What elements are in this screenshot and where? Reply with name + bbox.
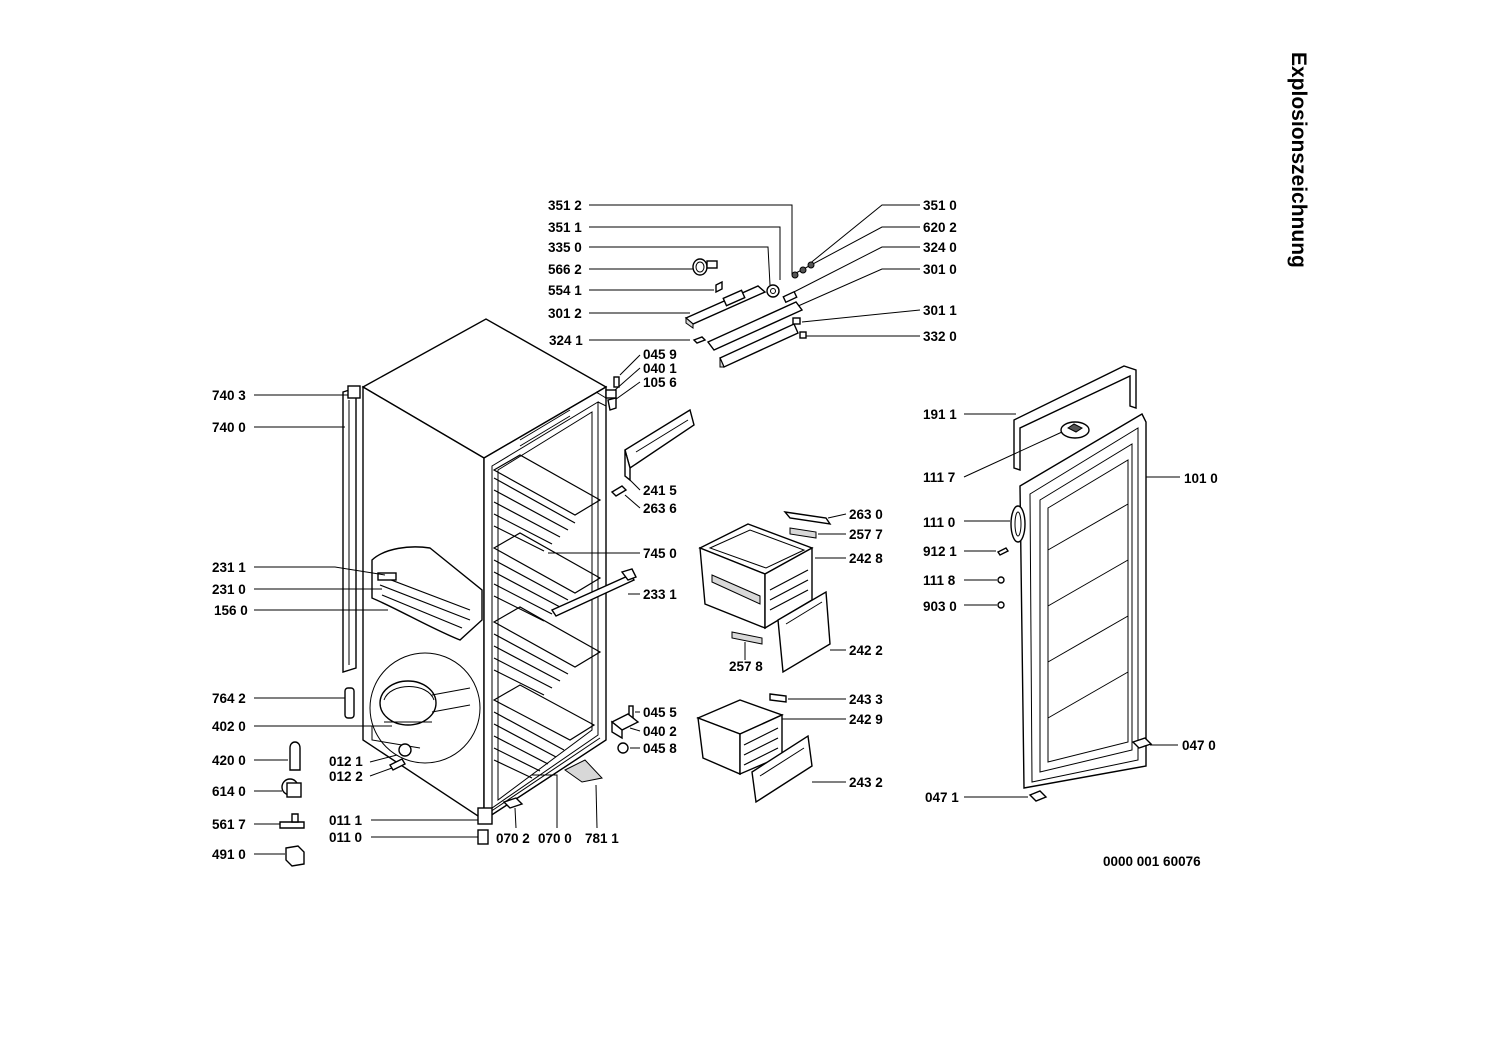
part-label: 764 2 — [212, 691, 246, 706]
part-label: 012 1 — [329, 754, 363, 769]
part-label: 233 1 — [643, 587, 677, 602]
door-assembly — [963, 365, 1180, 802]
part-label: 191 1 — [923, 407, 957, 422]
part-label: 561 7 — [212, 817, 246, 832]
part-label: 335 0 — [548, 240, 582, 255]
drawers — [696, 511, 847, 804]
part-label: 011 0 — [329, 830, 362, 845]
part-label: 324 0 — [923, 240, 957, 255]
part-label: 257 8 — [729, 659, 763, 674]
part-label: 402 0 — [212, 719, 246, 734]
part-label: 263 6 — [643, 501, 677, 516]
part-label: 047 0 — [1182, 738, 1216, 753]
part-label: 566 2 — [548, 262, 582, 277]
part-label: 047 1 — [925, 790, 959, 805]
drawing-number: 0000 001 60076 — [1103, 854, 1201, 869]
part-label: 351 2 — [548, 198, 582, 213]
part-label: 740 3 — [212, 388, 246, 403]
part-label: 351 1 — [548, 220, 582, 235]
part-label: 231 0 — [212, 582, 246, 597]
part-label: 011 1 — [329, 813, 363, 828]
part-label: 040 2 — [643, 724, 677, 739]
part-label: 332 0 — [923, 329, 957, 344]
part-label: 554 1 — [548, 283, 582, 298]
part-label: 070 0 — [538, 831, 572, 846]
part-label: 111 8 — [923, 573, 956, 588]
part-label: 903 0 — [923, 599, 957, 614]
part-label: 257 7 — [849, 527, 883, 542]
part-label: 781 1 — [585, 831, 619, 846]
part-label: 045 5 — [643, 705, 677, 720]
part-label: 242 9 — [849, 712, 883, 727]
part-label: 040 1 — [643, 361, 677, 376]
part-label: 111 7 — [923, 470, 955, 485]
part-label: 012 2 — [329, 769, 363, 784]
part-label: 745 0 — [643, 546, 677, 561]
part-label: 301 1 — [923, 303, 957, 318]
part-label: 614 0 — [212, 784, 246, 799]
part-label: 740 0 — [212, 420, 246, 435]
part-label: 070 2 — [496, 831, 530, 846]
part-label: 491 0 — [212, 847, 246, 862]
part-label: 301 2 — [548, 306, 582, 321]
inner-parts — [548, 408, 695, 754]
part-label: 045 9 — [643, 347, 677, 362]
part-label: 243 2 — [849, 775, 883, 790]
part-label: 045 8 — [643, 741, 677, 756]
part-label: 243 3 — [849, 692, 883, 707]
part-label: 420 0 — [212, 753, 246, 768]
part-label: 242 8 — [849, 551, 883, 566]
part-label: 231 1 — [212, 560, 246, 575]
part-label: 242 2 — [849, 643, 883, 658]
part-label: 263 0 — [849, 507, 883, 522]
part-label: 111 0 — [923, 515, 955, 530]
part-label: 351 0 — [923, 198, 957, 213]
part-labels: 351 2 351 1 335 0 566 2 554 1 301 2 324 … — [212, 198, 1218, 869]
part-label: 620 2 — [923, 220, 957, 235]
part-label: 241 5 — [643, 483, 677, 498]
part-label: 301 0 — [923, 262, 957, 277]
part-label: 156 0 — [214, 603, 248, 618]
part-label: 101 0 — [1184, 471, 1218, 486]
top-assembly — [589, 204, 921, 368]
part-label: 105 6 — [643, 375, 677, 390]
cabinet-body — [254, 318, 641, 867]
drawing-title: Explosionszeichnung — [1287, 52, 1310, 268]
part-label: 912 1 — [923, 544, 957, 559]
part-label: 324 1 — [549, 333, 583, 348]
